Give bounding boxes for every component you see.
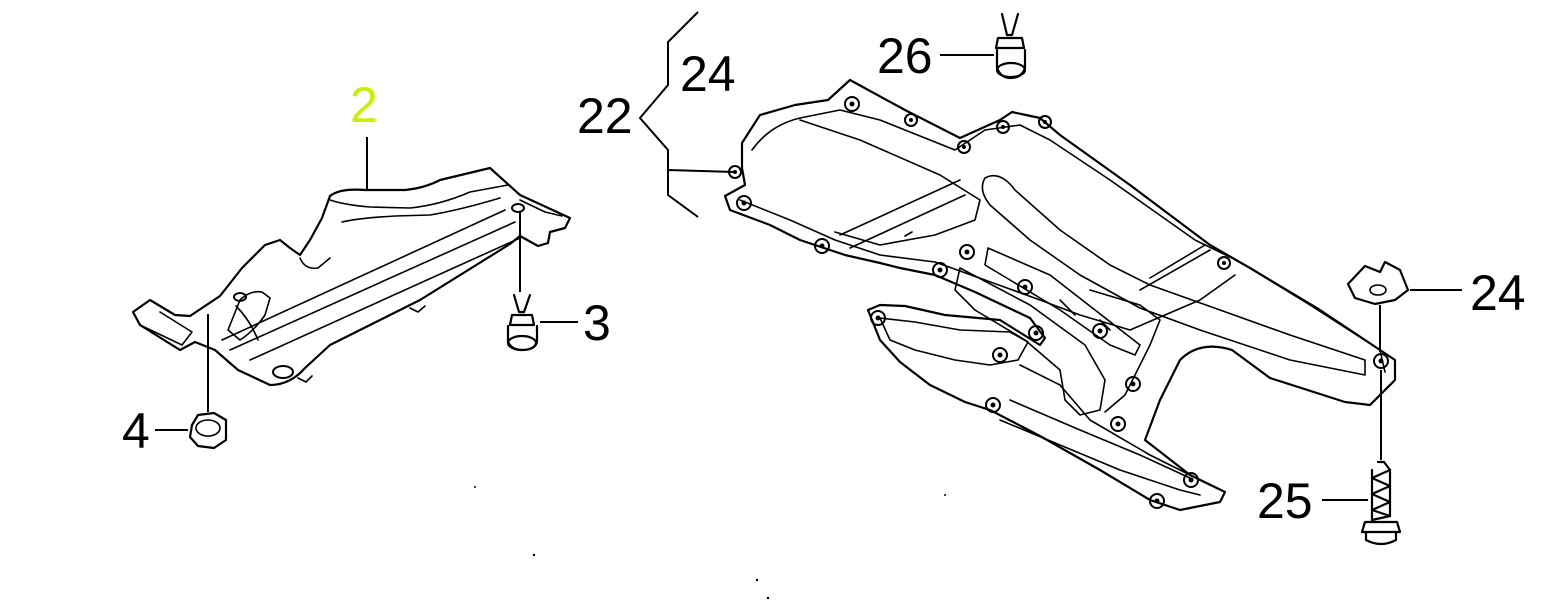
clip-nut-part-24[interactable] bbox=[1346, 260, 1462, 352]
callout-26[interactable]: 26 bbox=[877, 28, 933, 84]
screw-part-25[interactable] bbox=[1322, 370, 1402, 546]
callout-22[interactable]: 22 bbox=[577, 88, 633, 144]
underbody-panel-assembly[interactable] bbox=[723, 78, 1397, 512]
clip-part-3[interactable] bbox=[506, 212, 578, 352]
bracket-22 bbox=[638, 11, 736, 218]
side-panel-part-2[interactable] bbox=[131, 166, 572, 387]
callout-2[interactable]: 2 bbox=[350, 77, 378, 133]
clip-part-26[interactable] bbox=[940, 12, 1027, 80]
callout-3[interactable]: 3 bbox=[583, 295, 611, 351]
callout-24-right[interactable]: 24 bbox=[1470, 265, 1526, 321]
nut-part-4[interactable] bbox=[155, 314, 228, 450]
callout-24-top[interactable]: 24 bbox=[680, 46, 736, 102]
callout-4[interactable]: 4 bbox=[122, 403, 150, 459]
mounting-holes bbox=[728, 96, 1389, 509]
scan-specks bbox=[474, 486, 946, 600]
callout-25[interactable]: 25 bbox=[1257, 473, 1313, 529]
